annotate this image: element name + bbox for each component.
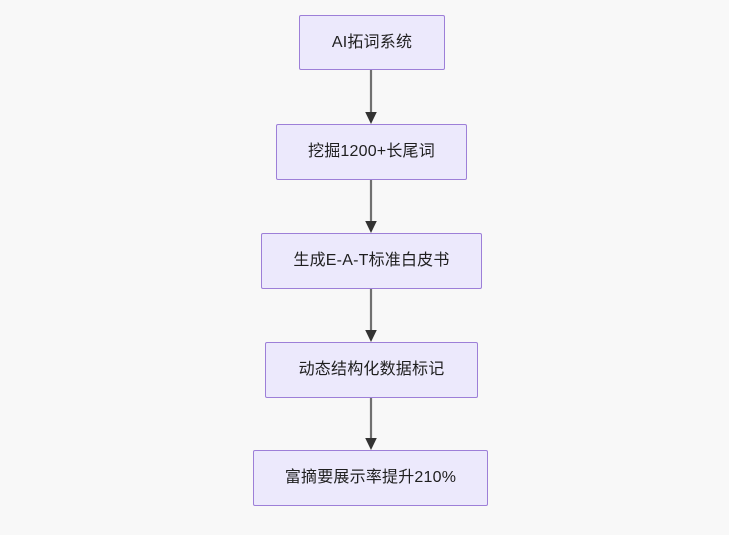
- flowchart-node-mine-longtail-keywords[interactable]: 挖掘1200+长尾词: [276, 124, 467, 180]
- flowchart-node-dynamic-structured-data-markup[interactable]: 动态结构化数据标记: [265, 342, 478, 398]
- edge-n3-to-n4: [365, 289, 377, 342]
- node-label: 富摘要展示率提升210%: [284, 469, 457, 486]
- edge-n4-to-n5: [365, 398, 377, 450]
- node-label: 挖掘1200+长尾词: [308, 143, 435, 160]
- edge-n2-to-n3: [365, 180, 377, 233]
- flowchart-node-rich-snippet-impression-lift[interactable]: 富摘要展示率提升210%: [253, 450, 488, 506]
- edge-n1-to-n2: [365, 70, 377, 124]
- node-label: 动态结构化数据标记: [298, 361, 445, 378]
- flowchart-node-ai-keyword-system[interactable]: AI拓词系统: [299, 15, 445, 70]
- flowchart-node-generate-eat-whitepaper[interactable]: 生成E-A-T标准白皮书: [261, 233, 482, 289]
- node-label: 生成E-A-T标准白皮书: [293, 252, 450, 269]
- node-label: AI拓词系统: [331, 33, 413, 51]
